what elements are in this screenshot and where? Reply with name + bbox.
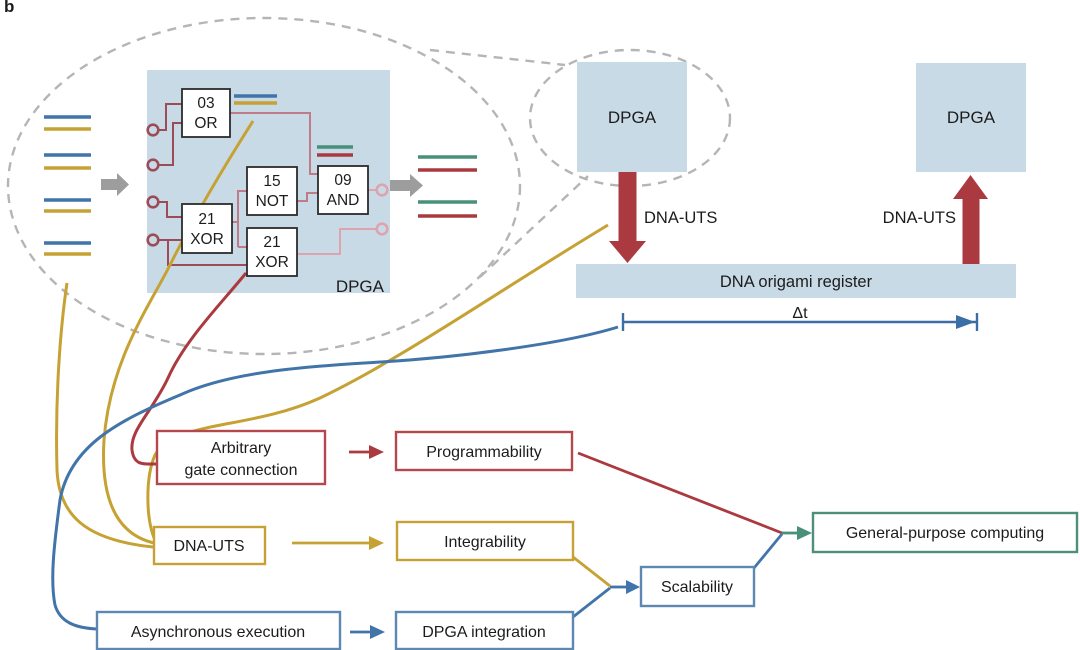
output-strand-stack (418, 155, 477, 218)
gate-xor2: 21 XOR (246, 227, 298, 277)
programmability-to-junction-line (577, 451, 783, 535)
gate-and-type: AND (327, 192, 360, 209)
concept-arrows (292, 445, 812, 639)
wire-not-to-and (297, 192, 318, 202)
delta-t-measure (621, 313, 979, 331)
dpga-square-right (916, 63, 1026, 172)
uts-read-arrow (953, 175, 988, 264)
integration-to-junction-line (572, 586, 611, 619)
async-curve (51, 325, 619, 631)
origami-register-bar (576, 264, 1016, 298)
arrow-uts-to-integrability (292, 536, 384, 550)
intermediate-strands (234, 94, 353, 157)
input-strand-stack (44, 115, 91, 256)
arrow-async-to-integration (350, 625, 385, 639)
wire-xor2-output (297, 228, 376, 255)
gate-xor1-type: XOR (190, 231, 224, 248)
concept-boxes: Arbitrary gate connection Programmabilit… (95, 429, 1079, 650)
box-scalability: Scalability (639, 565, 756, 608)
gate-or-number: 03 (197, 95, 214, 112)
box-general-purpose-computing: General-purpose computing (811, 511, 1079, 554)
box-dna-uts: DNA-UTS (152, 525, 267, 566)
wire-input-1 (158, 103, 182, 131)
async-label: Asynchronous execution (131, 624, 305, 641)
gate-xor2-number: 21 (263, 234, 280, 251)
flow-arrow-left (101, 173, 129, 196)
gate-xor1: 21 XOR (181, 203, 233, 254)
gate-xor2-type: XOR (255, 254, 289, 271)
gate-connection-curve (130, 272, 248, 466)
transfer-scheme: DPGA DPGA DNA origami register DNA-UTS D… (576, 62, 1026, 331)
scalability-label: Scalability (661, 579, 733, 596)
callout-tangent-top (429, 48, 566, 67)
dpga-square-right-label: DPGA (947, 108, 996, 127)
gate-wires (158, 103, 376, 266)
input-port-4 (146, 233, 160, 247)
concept-connectors (572, 451, 784, 619)
gate-or-type: OR (194, 115, 217, 132)
gate-not: 15 NOT (246, 166, 298, 216)
box-arbitrary-gate-connection: Arbitrary gate connection (155, 429, 327, 486)
wire-xor1-fanout (232, 190, 247, 248)
origami-register-label: DNA origami register (720, 273, 873, 291)
uts-curve-through-gates (101, 120, 255, 545)
general-label: General-purpose computing (846, 525, 1044, 542)
input-port-1 (146, 123, 160, 137)
input-port-3 (146, 195, 160, 209)
dpga-square-left-label: DPGA (608, 108, 657, 127)
uts-write-label: DNA-UTS (644, 209, 717, 227)
arrow-junction-to-general (782, 526, 812, 540)
uts-curve-from-inputs (55, 282, 154, 549)
gate-xor1-number: 21 (198, 211, 215, 228)
uts-curve-from-register (146, 223, 609, 541)
gate-or: 03 OR (181, 88, 231, 138)
dpga-square-left (577, 62, 687, 172)
gate-and: 09 AND (317, 165, 369, 215)
io-ports (146, 123, 389, 247)
gate-array-title: DPGA (336, 277, 385, 296)
output-port-2 (375, 222, 389, 236)
box-dpga-integration: DPGA integration (394, 610, 575, 650)
arbitrary-label-line1: Arbitrary (211, 440, 271, 457)
callout-tangent-bottom (479, 175, 589, 278)
integrability-to-junction-line (572, 555, 611, 588)
wire-input-3 (158, 201, 182, 218)
gate-not-type: NOT (256, 193, 289, 210)
box-asynchronous-execution: Asynchronous execution (95, 610, 342, 650)
magnified-view-ellipse (6, 16, 522, 356)
arrow-junction-to-scalability (610, 580, 640, 594)
arrow-arbitrary-to-programmability (349, 445, 384, 459)
scalability-to-junction-line (752, 533, 784, 569)
concept-curves (51, 120, 619, 631)
uts-read-label: DNA-UTS (883, 209, 956, 227)
input-port-2 (146, 158, 160, 172)
delta-t-arrowhead (956, 315, 975, 329)
gate-and-number: 09 (334, 172, 351, 189)
output-port-1 (375, 183, 389, 197)
logic-gates: 03 OR 21 XOR 15 NOT 21 XOR 09 AND (181, 88, 369, 277)
dna-uts-label: DNA-UTS (173, 538, 244, 555)
wire-input-2 (158, 122, 182, 166)
box-programmability: Programmability (394, 430, 574, 472)
wire-input-4b (167, 240, 247, 266)
wire-or-to-and (230, 112, 318, 175)
gate-not-number: 15 (263, 173, 280, 190)
uts-write-arrow (609, 172, 646, 263)
panel-letter: b (4, 0, 14, 16)
programmability-label: Programmability (426, 444, 542, 461)
arbitrary-label-line2: gate connection (185, 462, 298, 479)
integrability-label: Integrability (444, 534, 526, 551)
flow-arrow-right (385, 174, 423, 197)
delta-t-label: Δt (792, 305, 808, 322)
box-integrability: Integrability (395, 520, 575, 562)
dpga-integration-label: DPGA integration (422, 624, 546, 641)
